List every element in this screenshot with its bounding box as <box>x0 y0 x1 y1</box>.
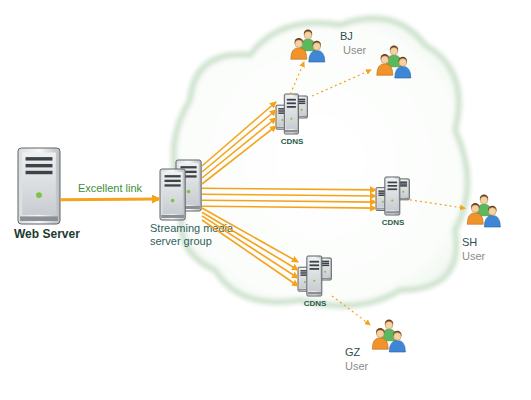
user-group: GZUser <box>370 318 408 352</box>
user-group-icon <box>288 28 328 62</box>
stream-arrow <box>202 188 376 208</box>
connector-line <box>410 200 465 209</box>
dotted-arrow <box>410 200 465 209</box>
node-label: Web Server <box>14 228 80 242</box>
node-label: GZ <box>345 346 360 359</box>
connector-line <box>202 212 298 270</box>
node-label: Streaming media server group <box>150 222 246 247</box>
connector-line <box>202 208 298 262</box>
connector-line <box>202 206 376 208</box>
cdns-server: CDNS <box>276 94 308 134</box>
connector-line <box>202 126 276 184</box>
connector-line <box>60 198 160 202</box>
dotted-arrow <box>290 62 304 94</box>
node-label: User <box>343 44 366 57</box>
connector-line <box>202 194 376 196</box>
server-icon <box>18 148 60 224</box>
user-group: BJUser <box>288 28 328 62</box>
connector-line <box>202 200 376 202</box>
node-label: CDNS <box>266 137 318 146</box>
server-icon <box>376 177 410 215</box>
server-group: Streaming media server group <box>160 160 202 220</box>
user-group: SHUser <box>465 193 503 227</box>
network-cloud <box>174 18 468 305</box>
stream-arrow <box>202 102 276 184</box>
connector-line <box>202 102 276 166</box>
server-icon <box>276 94 308 134</box>
node-label: CDNS <box>367 218 419 227</box>
dotted-arrow <box>312 70 371 96</box>
connector-line <box>202 188 376 190</box>
cdns-server: CDNS <box>298 256 332 296</box>
node-label: BJ <box>340 30 353 43</box>
node-label: User <box>462 250 485 263</box>
connector-line <box>202 216 298 278</box>
connector-line <box>202 220 298 286</box>
node-label: CDNS <box>289 299 341 308</box>
dotted-arrow <box>332 296 370 325</box>
user-group-icon <box>465 193 503 227</box>
web-server: Web Server <box>18 148 60 224</box>
connector-line <box>202 118 276 178</box>
connector-line <box>332 296 370 325</box>
node-label: User <box>345 360 368 373</box>
connector-line <box>202 110 276 172</box>
server-icon <box>160 160 202 220</box>
server-icon <box>298 256 332 296</box>
stream-arrow <box>60 199 160 201</box>
cdns-server: CDNS <box>376 177 410 215</box>
connector-line <box>290 62 304 94</box>
user-group-icon <box>370 318 408 352</box>
stream-arrow <box>202 208 298 286</box>
user-group-icon <box>377 45 411 78</box>
edge-label: Excellent link <box>78 182 142 195</box>
node-label: SH <box>462 236 477 249</box>
